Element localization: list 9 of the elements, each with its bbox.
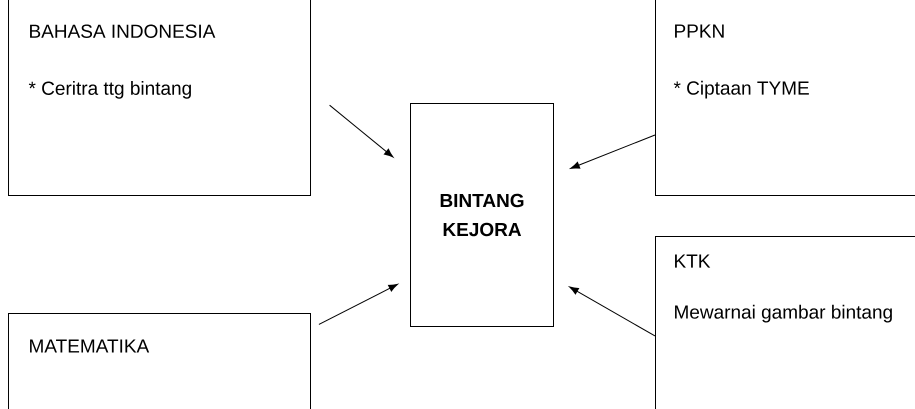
arrow bbox=[318, 284, 398, 325]
topic-box: BAHASA INDONESIA * Ceritra ttg bintang bbox=[8, 0, 311, 196]
topic-box: PPKN * Ciptaan TYME bbox=[655, 0, 915, 196]
center-box: BINTANG KEJORA bbox=[410, 103, 554, 327]
arrow bbox=[569, 286, 656, 336]
topic-box: KTK Mewarnai gambar bintang bbox=[655, 236, 915, 409]
topic-box: MATEMATIKA bbox=[8, 313, 311, 409]
arrow bbox=[570, 134, 656, 169]
arrow bbox=[329, 104, 394, 158]
